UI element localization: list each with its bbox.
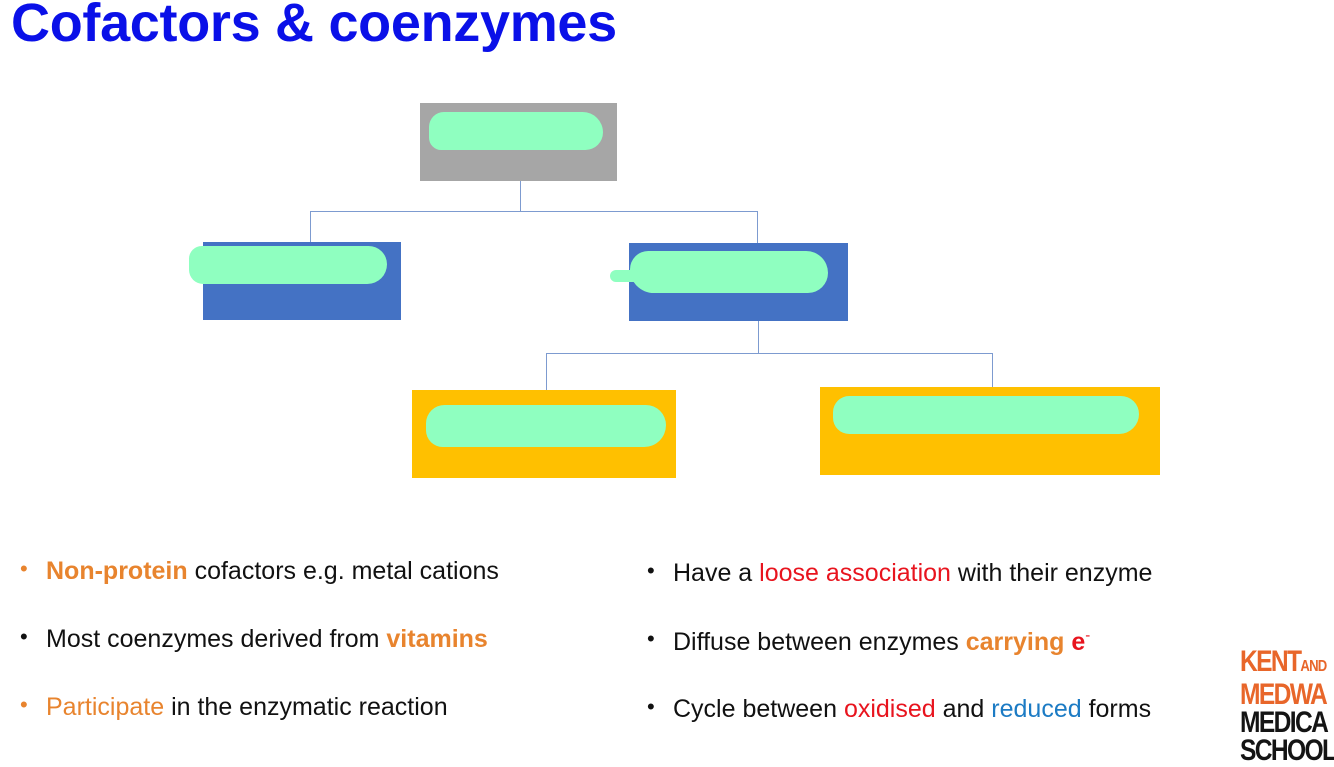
bullet-right-1-emphasis: loose association: [759, 559, 951, 587]
redaction-mark-root: [429, 112, 603, 150]
redaction-mark-leaf-left: [426, 405, 666, 447]
logo-line-2: MEDWA: [1240, 678, 1328, 711]
bullet-right-2-superscript: -: [1085, 627, 1091, 644]
slide-title: Cofactors & coenzymes: [11, 0, 617, 53]
connector-root-stem: [520, 180, 521, 212]
bullet-dot: •: [20, 556, 28, 581]
redaction-mark-left-child: [189, 246, 387, 284]
bullet-left-1: • Non-protein cofactors e.g. metal catio…: [20, 556, 499, 586]
bullet-right-3-reduced: reduced: [991, 695, 1082, 723]
bullet-right-3-text-c: forms: [1081, 695, 1152, 723]
connector-left-drop: [310, 211, 311, 243]
bullet-right-2: • Diffuse between enzymes carrying e-: [647, 626, 1091, 657]
bullet-dot: •: [20, 624, 28, 649]
connector-root-bar: [310, 211, 758, 212]
bullet-left-1-emphasis: Non-protein: [46, 557, 188, 585]
bullet-dot: •: [20, 692, 28, 717]
connector-mid-stem: [758, 320, 759, 354]
bullet-right-1-text-a: Have a: [673, 559, 760, 587]
bullet-left-2-text: Most coenzymes derived from: [46, 625, 387, 653]
bullet-left-3: • Participate in the enzymatic reaction: [20, 692, 448, 722]
connector-leaf-right-drop: [992, 353, 993, 387]
redaction-mark-leaf-right: [833, 396, 1139, 434]
bullet-left-3-emphasis: Participate: [46, 693, 165, 721]
logo-line-3: MEDICA: [1240, 706, 1329, 739]
bullet-left-1-text: cofactors e.g. metal cations: [187, 557, 499, 585]
bullet-left-2-emphasis: vitamins: [386, 625, 488, 653]
bullet-right-2-electron: e: [1071, 628, 1086, 656]
redaction-mark-right-child-tail: [610, 270, 640, 282]
bullet-right-1-text-b: with their enzyme: [950, 559, 1153, 587]
connector-right-drop: [757, 211, 758, 243]
bullet-dot: •: [647, 694, 655, 719]
bullet-right-3: • Cycle between oxidised and reduced for…: [647, 694, 1152, 724]
bullet-right-3-text-b: and: [935, 695, 992, 723]
connector-leaf-left-drop: [546, 353, 547, 390]
bullet-left-3-text: in the enzymatic reaction: [164, 693, 448, 721]
medical-school-logo: KENTAND MEDWA MEDICA SCHOOL: [1240, 645, 1334, 767]
redaction-mark-right-child: [630, 251, 828, 293]
logo-line-4: SCHOOL: [1240, 734, 1334, 767]
bullet-right-1: • Have a loose association with their en…: [647, 558, 1153, 588]
connector-mid-bar: [546, 353, 993, 354]
bullet-right-2-emphasis: carrying: [965, 628, 1072, 656]
bullet-right-3-oxidised: oxidised: [843, 695, 936, 723]
bullet-right-3-text-a: Cycle between: [673, 695, 844, 723]
bullet-left-2: • Most coenzymes derived from vitamins: [20, 624, 488, 654]
bullet-dot: •: [647, 626, 655, 651]
logo-line-1: KENTAND: [1240, 645, 1327, 678]
bullet-right-2-text: Diffuse between enzymes: [673, 628, 966, 656]
bullet-dot: •: [647, 558, 655, 583]
